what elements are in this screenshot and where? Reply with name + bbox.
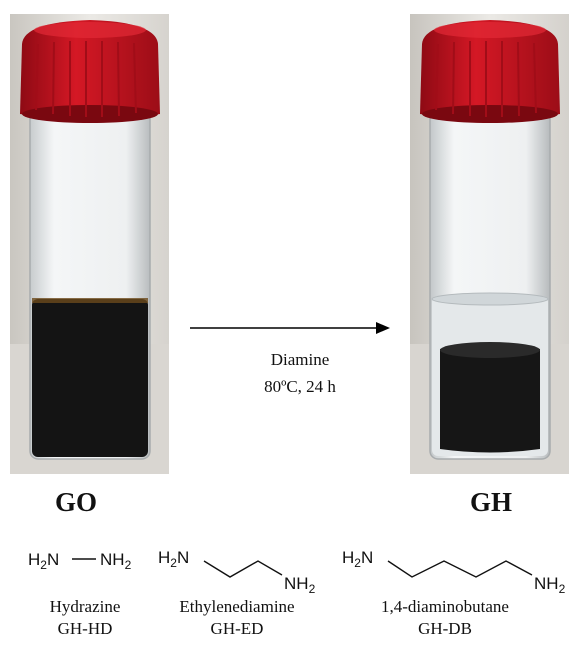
gh-hydrogel xyxy=(440,344,540,453)
ethylenediamine-atom-left: H2N xyxy=(158,548,189,570)
ethylenediamine-atom-right: NH2 xyxy=(284,574,316,596)
go-dark-liquid xyxy=(32,299,148,457)
compound-name-diaminobutane: 1,4-diaminobutane xyxy=(381,597,509,616)
reaction-arrow xyxy=(190,322,390,334)
hydrazine-atom-right: NH2 xyxy=(100,550,132,572)
diaminobutane-atom-left: H2N xyxy=(342,548,373,570)
hydrazine-atom-left: H2N xyxy=(28,550,59,572)
go-vial-photo xyxy=(10,14,169,474)
hydrazine-structure: H2N NH2 xyxy=(28,550,132,572)
sample-code-gh-db: GH-DB xyxy=(418,619,472,638)
reaction-conditions: 80ºC, 24 h xyxy=(264,377,336,396)
compound-name-ethylenediamine: Ethylenediamine xyxy=(179,597,295,616)
compound-name-hydrazine: Hydrazine xyxy=(49,597,121,616)
reaction-reagent: Diamine xyxy=(270,350,330,369)
sample-code-gh-ed: GH-ED xyxy=(210,619,264,638)
sample-code-gh-hd: GH-HD xyxy=(57,619,113,638)
diaminobutane-atom-right: NH2 xyxy=(534,574,566,596)
ethylenediamine-structure: H2N NH2 xyxy=(158,548,316,596)
diaminobutane-structure: H2N NH2 xyxy=(342,548,566,596)
gh-vial-photo xyxy=(410,14,569,474)
sample-label-gh: GH xyxy=(470,487,513,517)
sample-label-go: GO xyxy=(55,487,98,517)
go-vial-cap xyxy=(20,20,160,120)
gh-vial-cap xyxy=(420,20,560,120)
